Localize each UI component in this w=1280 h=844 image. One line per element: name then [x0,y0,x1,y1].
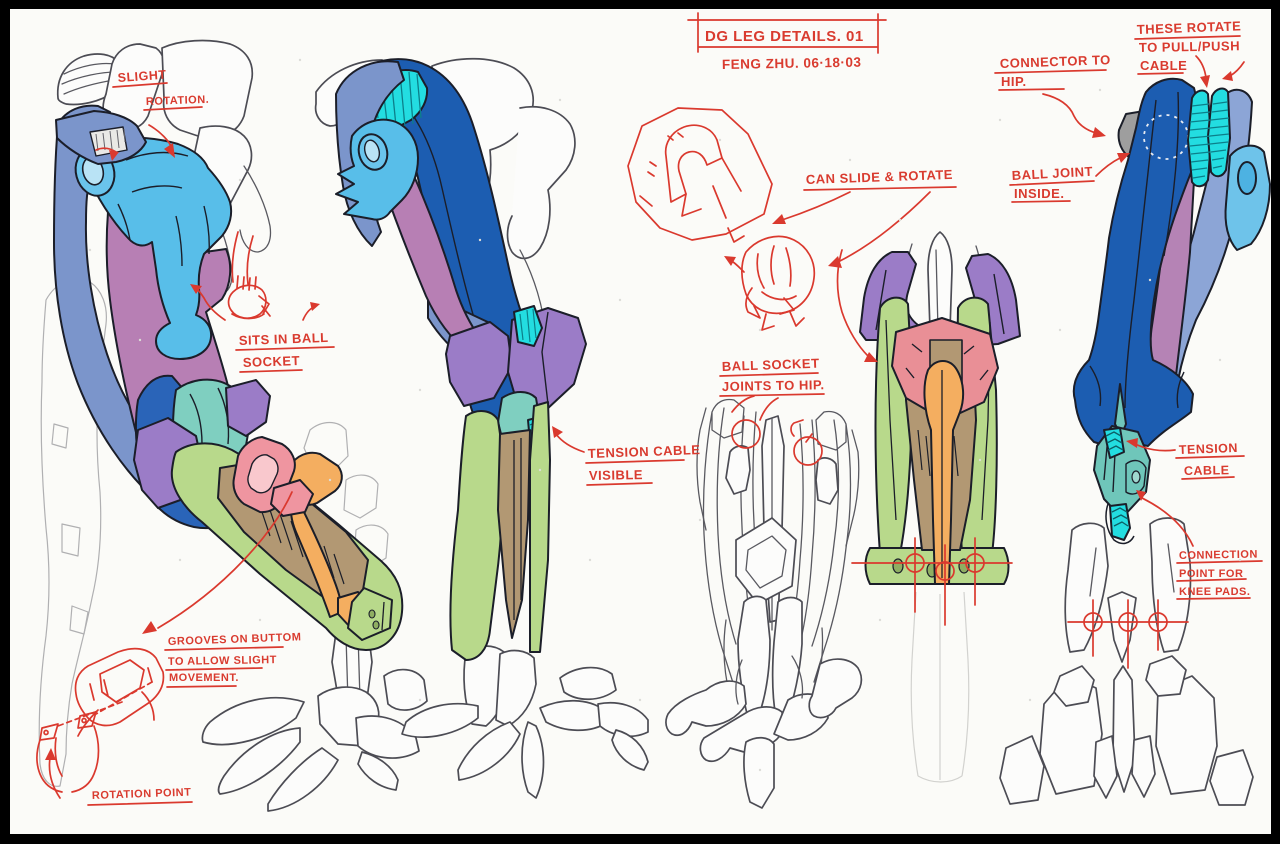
svg-text:GROOVES ON BUTTOM: GROOVES ON BUTTOM [168,631,302,648]
svg-text:SITS IN BALL: SITS IN BALL [239,330,329,348]
svg-text:BALL JOINT: BALL JOINT [1011,164,1093,183]
svg-text:CAN SLIDE & ROTATE: CAN SLIDE & ROTATE [806,167,954,187]
svg-text:ROTATION.: ROTATION. [146,94,210,108]
svg-text:BALL SOCKET: BALL SOCKET [722,356,820,374]
svg-text:POINT FOR: POINT FOR [1179,568,1243,580]
svg-text:TENSION CABLE: TENSION CABLE [588,442,701,461]
svg-text:TO ALLOW SLIGHT: TO ALLOW SLIGHT [168,654,277,668]
svg-text:CONNECTION: CONNECTION [1179,549,1258,562]
svg-text:KNEE PADS.: KNEE PADS. [1179,586,1250,598]
svg-text:THESE ROTATE: THESE ROTATE [1137,18,1242,37]
svg-text:HIP.: HIP. [1001,74,1027,89]
svg-text:SOCKET: SOCKET [243,353,301,370]
svg-text:MOVEMENT.: MOVEMENT. [169,672,239,684]
svg-text:CONNECTOR TO: CONNECTOR TO [1000,52,1111,71]
svg-text:TENSION: TENSION [1179,441,1239,457]
svg-text:FENG ZHU. 06·18·03: FENG ZHU. 06·18·03 [722,55,862,72]
svg-text:ROTATION POINT: ROTATION POINT [92,787,192,802]
svg-text:CABLE: CABLE [1184,463,1230,478]
svg-text:CABLE: CABLE [1140,58,1187,73]
svg-text:INSIDE.: INSIDE. [1014,186,1064,201]
svg-text:VISIBLE: VISIBLE [589,467,643,483]
svg-text:SLIGHT: SLIGHT [117,68,167,85]
svg-text:JOINTS TO HIP.: JOINTS TO HIP. [722,377,825,394]
svg-text:DG LEG DETAILS. 01: DG LEG DETAILS. 01 [705,28,864,45]
svg-text:TO PULL/PUSH: TO PULL/PUSH [1139,38,1240,55]
